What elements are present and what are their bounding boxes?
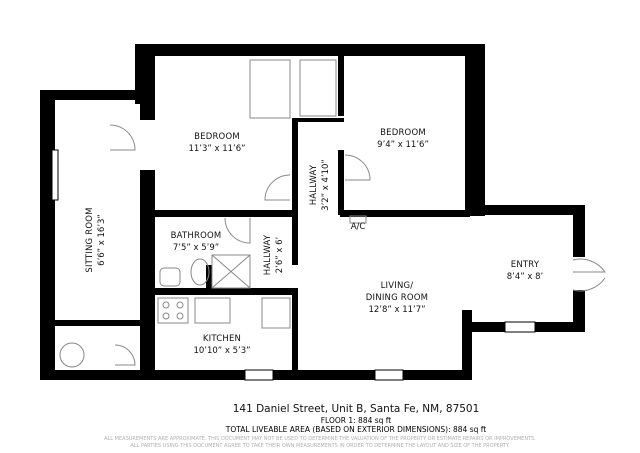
windows bbox=[51, 149, 536, 381]
total-area: TOTAL LIVEABLE AREA (BASED ON EXTERIOR D… bbox=[225, 425, 487, 434]
disclaimer-1: ALL MEASUREMENTS ARE APPROXIMATE. THIS D… bbox=[104, 436, 536, 442]
fixtures bbox=[59, 59, 606, 368]
floor-area: FLOOR 1: 884 sq ft bbox=[320, 416, 392, 425]
disclaimer-2: ALL PARTIES USING THIS DOCUMENT AGREE TO… bbox=[130, 443, 510, 449]
walls bbox=[40, 44, 585, 380]
ac-label: A/C bbox=[350, 222, 366, 232]
address: 141 Daniel Street, Unit B, Santa Fe, NM,… bbox=[232, 403, 480, 415]
